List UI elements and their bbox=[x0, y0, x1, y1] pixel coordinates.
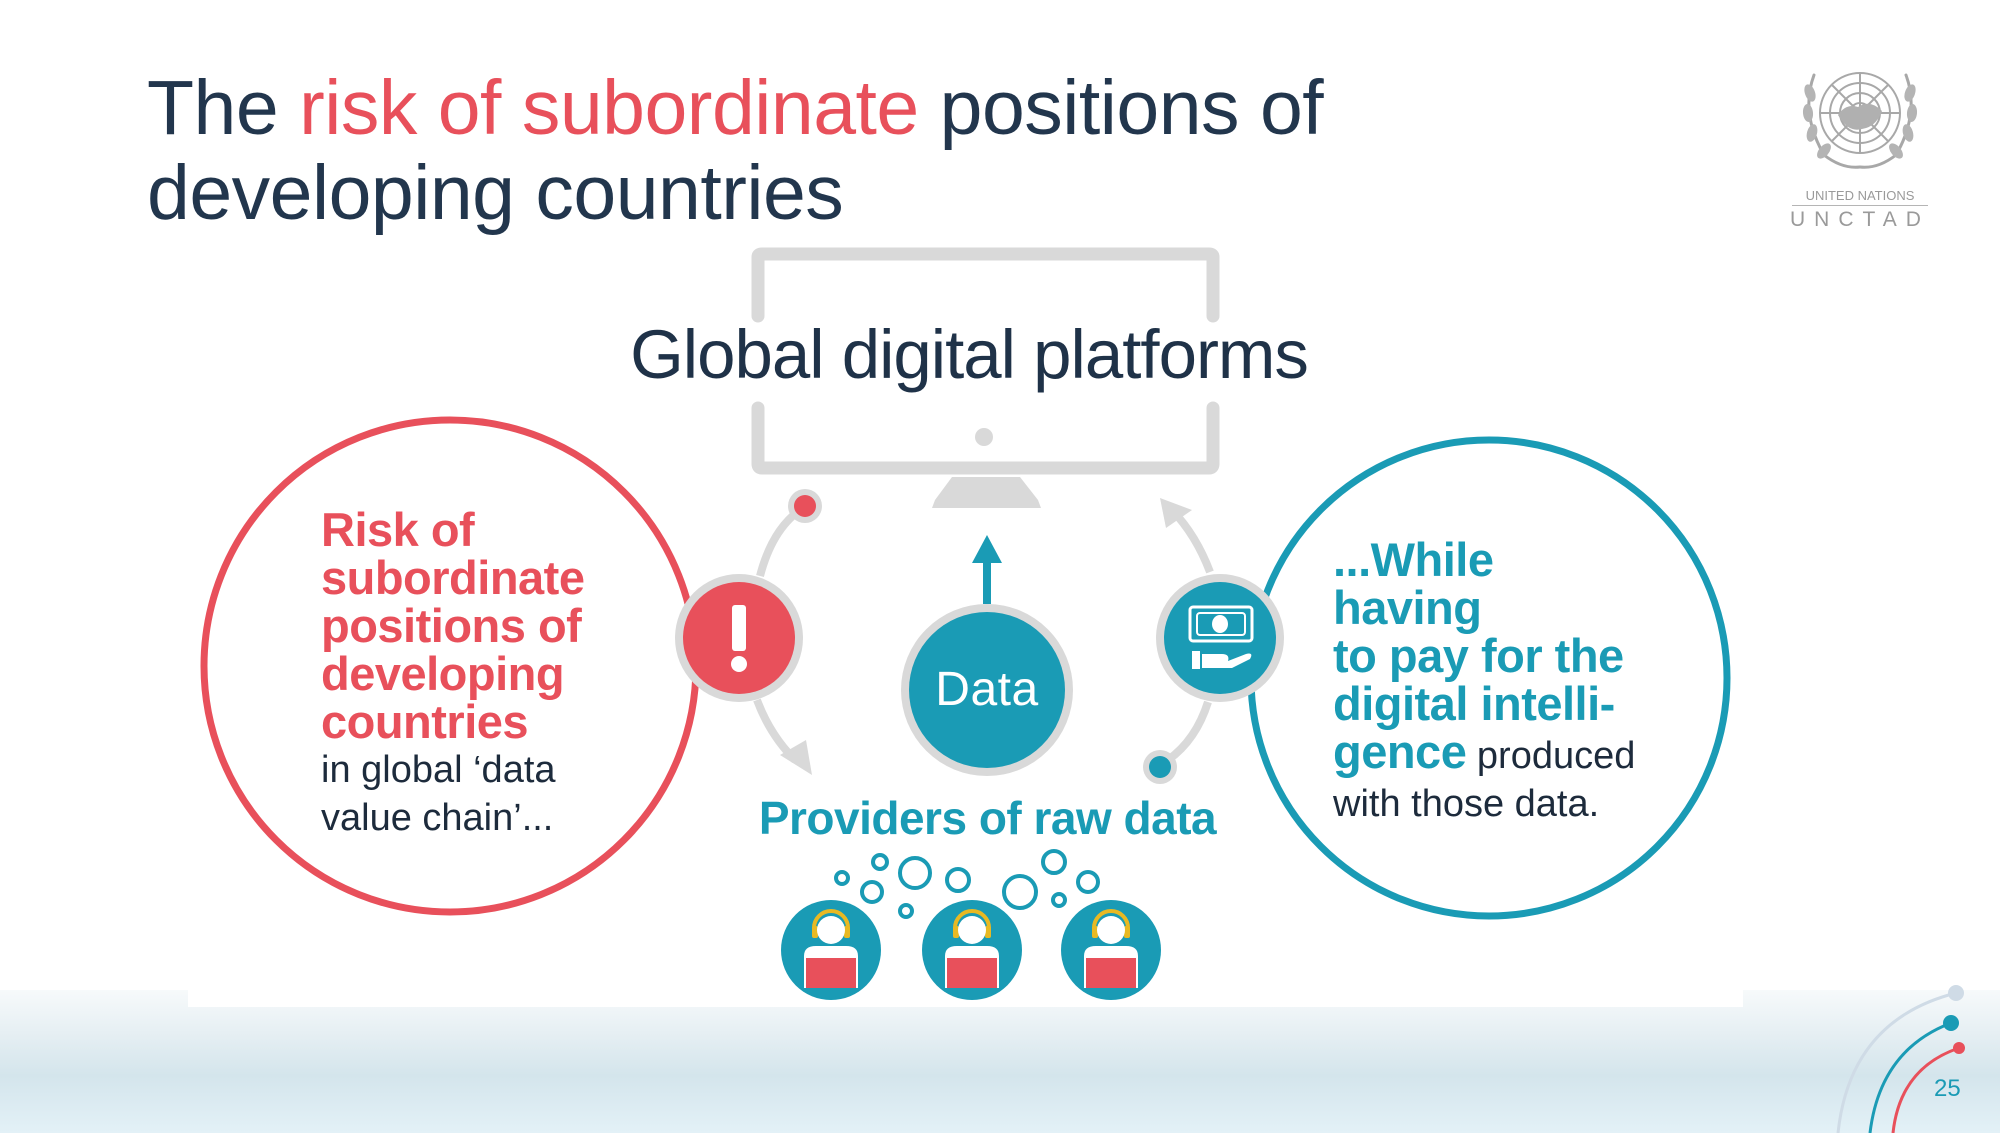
left-circle-text: Risk of subordinate positions of develop… bbox=[321, 503, 585, 842]
platform-label: Global digital platforms bbox=[630, 316, 1309, 393]
right-circle-text: ...While having to pay for the digital i… bbox=[1333, 536, 1635, 828]
footer-dot-teal bbox=[1943, 1015, 1959, 1031]
right-bold-line: digital intelli- bbox=[1333, 677, 1615, 730]
right-bold-line: ...While bbox=[1333, 533, 1494, 586]
right-mixed-line: gence produced bbox=[1333, 725, 1636, 778]
data-bubbles bbox=[834, 849, 1100, 919]
footer-band bbox=[0, 990, 2000, 1133]
connector-payment-bottom bbox=[1165, 700, 1212, 764]
unctad-logo: UNITED NATIONS UNCTAD bbox=[1786, 55, 1934, 235]
monitor-stand bbox=[932, 477, 1041, 508]
left-regular-line: in global ‘data bbox=[321, 749, 556, 791]
left-bold-line: subordinate bbox=[321, 551, 585, 604]
data-node-label: Data bbox=[935, 663, 1039, 716]
data-upload-arrow-icon bbox=[972, 535, 1002, 604]
footer-dot-red bbox=[1953, 1042, 1965, 1054]
connector-warning-top bbox=[756, 506, 803, 578]
user-laptop-icon bbox=[922, 900, 1022, 1000]
logo-divider bbox=[1792, 205, 1928, 206]
teal-dot bbox=[1149, 756, 1171, 778]
footer-dot-gray bbox=[1948, 985, 1964, 1001]
user-laptop-icon bbox=[1061, 900, 1161, 1000]
left-bold-line: Risk of bbox=[321, 503, 475, 556]
left-bold-line: developing bbox=[321, 647, 565, 700]
exclamation-icon bbox=[675, 574, 803, 702]
user-laptop-icon bbox=[781, 900, 881, 1000]
un-emblem-icon bbox=[1802, 72, 1918, 169]
right-bold-line: having bbox=[1333, 581, 1482, 634]
money-hand-icon bbox=[1156, 574, 1284, 702]
left-bold-line: countries bbox=[321, 695, 529, 748]
left-bold-line: positions of bbox=[321, 599, 582, 652]
arrow-up-left-icon bbox=[1160, 498, 1192, 528]
monitor-icon bbox=[751, 247, 1220, 475]
page-number: 25 bbox=[1934, 1075, 1961, 1102]
data-circle bbox=[909, 612, 1065, 768]
arrow-down-right-icon bbox=[780, 740, 812, 775]
monitor-power-dot bbox=[975, 428, 993, 446]
logo-unctad: UNCTAD bbox=[1790, 208, 1930, 231]
logo-united-nations: UNITED NATIONS bbox=[1805, 188, 1915, 203]
title-accent: risk of subordinate bbox=[299, 65, 919, 151]
left-regular-line: value chain’... bbox=[321, 797, 554, 839]
red-dot bbox=[794, 495, 816, 517]
providers-label: Providers of raw data bbox=[758, 792, 1217, 844]
right-regular-line: with those data. bbox=[1333, 783, 1600, 825]
footer-arcs-icon bbox=[1836, 991, 1960, 1133]
right-bold-line: to pay for the bbox=[1333, 629, 1624, 682]
